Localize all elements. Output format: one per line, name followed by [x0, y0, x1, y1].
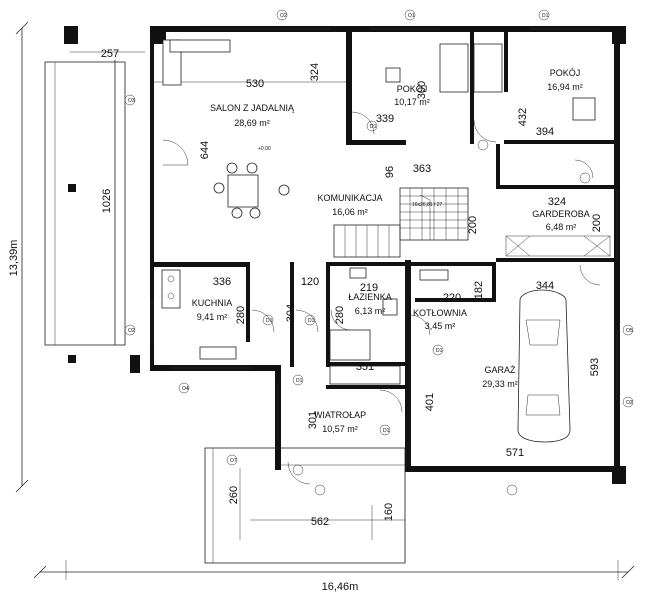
opening-label: D1 [308, 318, 315, 324]
opening-label: D1 [266, 318, 273, 324]
interior-walls [154, 32, 614, 389]
opening-labels: O2 O1 D1 O3 O2 O5 O2 O7 O4 D1 D1 D1 D1 D… [128, 13, 633, 464]
dimension-label: 219 [360, 282, 378, 294]
stair-label: 16x26,81 / 27 [412, 202, 443, 208]
dimension-label: 339 [376, 113, 394, 125]
dimension-label: 530 [246, 78, 264, 90]
room-name: KOTŁOWNIA [413, 308, 467, 318]
dimension-label: 280 [334, 306, 346, 324]
washbasin [349, 267, 367, 279]
room-name: KOMUNIKACJA [317, 193, 382, 203]
car-icon [517, 289, 571, 443]
bathtub [329, 329, 371, 361]
room-area: 10,57 m² [322, 424, 358, 434]
opening-label: O3 [128, 98, 135, 104]
dimension-label: 344 [536, 280, 554, 292]
opening-label: D1 [542, 13, 549, 19]
level-mark: +0.00 [258, 146, 271, 152]
kitchen-counter [161, 269, 181, 309]
shower [329, 365, 401, 385]
dining-table [227, 174, 259, 208]
dimension-label: 571 [506, 447, 524, 459]
opening-label: O2 [280, 13, 287, 19]
doors [162, 111, 601, 485]
room-area: 6,13 m² [355, 306, 386, 316]
opening-label: O4 [182, 386, 189, 392]
room-name: KUCHNIA [192, 298, 233, 308]
dimension-label: 300 [416, 81, 428, 99]
opening-label: D1 [296, 378, 303, 384]
opening-label: O7 [230, 458, 237, 464]
room-name: ŁAZIENKA [348, 292, 392, 302]
room-area: 10,17 m² [394, 97, 430, 107]
opening-label: O1 [408, 13, 415, 19]
dimension-label: 432 [517, 108, 529, 126]
dimension-label: 96 [384, 166, 396, 178]
porch [204, 447, 406, 564]
dimension-label: 200 [467, 216, 479, 234]
dimension-label: 562 [311, 516, 329, 528]
furniture [161, 39, 596, 385]
desk [385, 67, 401, 83]
opening-label: O2 [626, 400, 633, 406]
opening-label: D1 [383, 428, 390, 434]
stairs [333, 187, 469, 258]
dimension-label: 351 [356, 361, 374, 373]
boiler [419, 269, 449, 281]
room-area: 16,06 m² [332, 207, 368, 217]
windows [151, 28, 618, 440]
dimension-label: 280 [235, 306, 247, 324]
dimension-label: 301 [307, 411, 319, 429]
room-name: GARAŻ [484, 365, 516, 375]
room-area: 3,45 m² [425, 321, 456, 331]
dimension-label: 220 [443, 292, 461, 304]
dimension-label: 200 [591, 214, 603, 232]
dimension-label: 394 [536, 126, 554, 138]
kitchen-sink [199, 346, 237, 360]
garderoba-shelves [505, 235, 611, 257]
room-area: 9,41 m² [197, 312, 228, 322]
room-area: 29,33 m² [482, 379, 518, 389]
dimension-label: 401 [424, 393, 436, 411]
dimension-label: 1026 [101, 189, 113, 213]
dimension-label: 324 [309, 63, 321, 81]
dimension-label: 324 [548, 196, 566, 208]
total-depth-label: 13,39m [8, 240, 20, 277]
room-name: POKÓJ [397, 84, 428, 94]
opening-label: O2 [128, 328, 135, 334]
dimension-label: 257 [101, 48, 119, 60]
opening-label: D1 [370, 124, 377, 130]
room-area: 6,48 m² [546, 222, 577, 232]
total-width-label: 16,46m [322, 581, 359, 593]
section-markers [124, 9, 634, 496]
dimension-label: 593 [589, 358, 601, 376]
overall-dimension-lines [15, 21, 635, 580]
room-name: GARDEROBA [532, 209, 590, 219]
room-name: WIATROŁAP [314, 410, 366, 420]
dimension-labels: 257 530 644 324 1026 300 339 432 394 96 … [8, 48, 603, 593]
terrace [44, 61, 126, 363]
room-labels: SALON Z JADALNIĄ 28,69 m² POKÓJ 10,17 m²… [192, 68, 590, 434]
dimension-label: 260 [228, 486, 240, 504]
toilet [382, 298, 398, 316]
dimension-label: 160 [383, 503, 395, 521]
dimension-label: 120 [301, 276, 319, 288]
room-area: 28,69 m² [234, 118, 270, 128]
dimension-label: 363 [413, 163, 431, 175]
dimension-label: 644 [199, 141, 211, 159]
dimension-label: 182 [473, 281, 485, 299]
room-area: 16,94 m² [547, 82, 583, 92]
dimension-label: 304 [285, 304, 297, 322]
opening-label: O5 [626, 328, 633, 334]
room-name: SALON Z JADALNIĄ [210, 103, 295, 113]
room-name: POKÓJ [550, 68, 581, 78]
dimension-label: 336 [213, 276, 231, 288]
bed [439, 43, 469, 93]
opening-label: D1 [436, 348, 443, 354]
